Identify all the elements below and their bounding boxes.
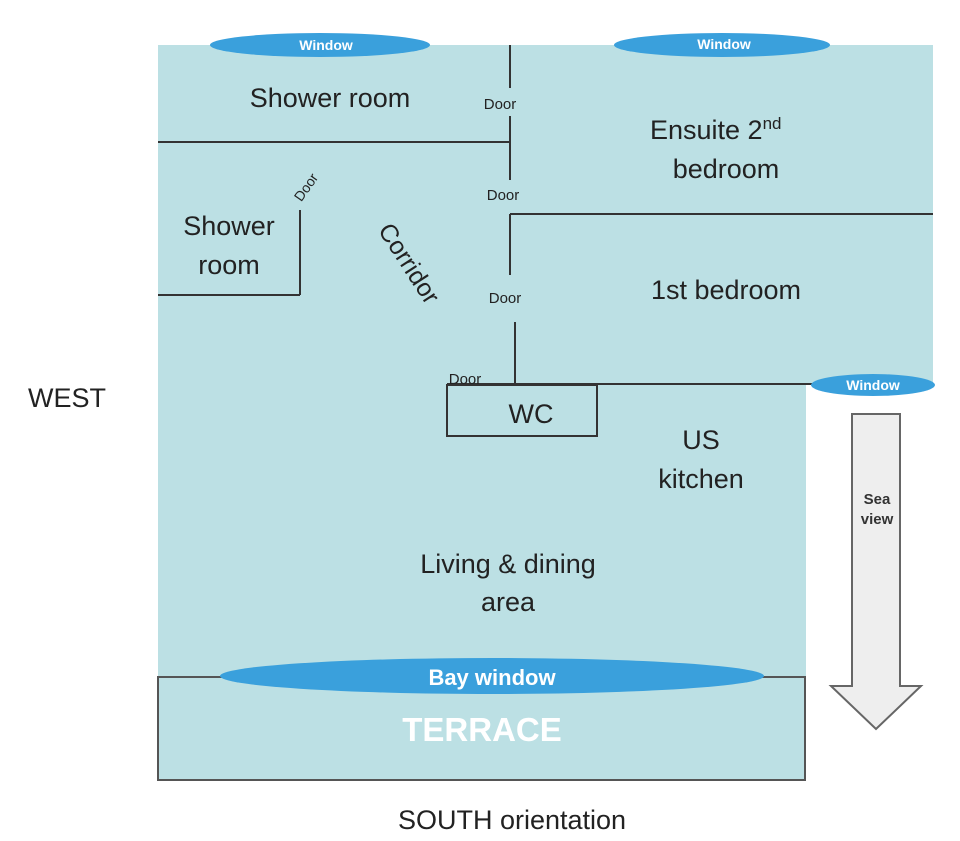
window-right-label: Window <box>697 36 751 52</box>
living-label-2: area <box>481 587 536 617</box>
ensuite-label-2: bedroom <box>673 154 780 184</box>
ensuite-label-main: Ensuite 2 <box>650 115 763 145</box>
window-east-shape <box>811 374 935 396</box>
door-bedroom-label: Door <box>489 290 522 307</box>
walls <box>158 45 933 437</box>
living-label-1: Living & dining <box>420 549 596 579</box>
wc-label: WC <box>509 399 554 429</box>
west-label: WEST <box>28 383 106 413</box>
door-top-label: Door <box>484 96 517 113</box>
terrace-area <box>157 676 806 781</box>
ensuite-label-1: Ensuite 2nd <box>650 114 782 145</box>
shower-room-top-label: Shower room <box>250 83 411 113</box>
sea-view-label-1: Sea <box>864 491 891 508</box>
sea-view-arrow <box>828 413 924 731</box>
wc-box <box>446 384 598 437</box>
south-label: SOUTH orientation <box>398 805 626 835</box>
window-left-label: Window <box>299 37 353 53</box>
bay-window-label: Bay window <box>428 665 556 690</box>
shower-room-left-label-1: Shower <box>183 211 275 241</box>
floor-area <box>158 45 933 678</box>
door-ensuite-label: Door <box>487 187 520 204</box>
terrace-label: TERRACE <box>402 711 562 748</box>
door-wc-label: Door <box>449 371 482 388</box>
bay-window-shape <box>220 658 764 694</box>
kitchen-label-1: US <box>682 425 720 455</box>
sea-view-label-2: view <box>861 511 894 528</box>
window-right-shape <box>614 33 830 57</box>
shower-room-left-label-2: room <box>198 250 260 280</box>
ensuite-label-sup: nd <box>763 114 782 133</box>
window-east-label: Window <box>846 377 900 393</box>
kitchen-label-2: kitchen <box>658 464 744 494</box>
window-left-shape <box>210 33 430 57</box>
first-bedroom-label: 1st bedroom <box>651 275 801 305</box>
